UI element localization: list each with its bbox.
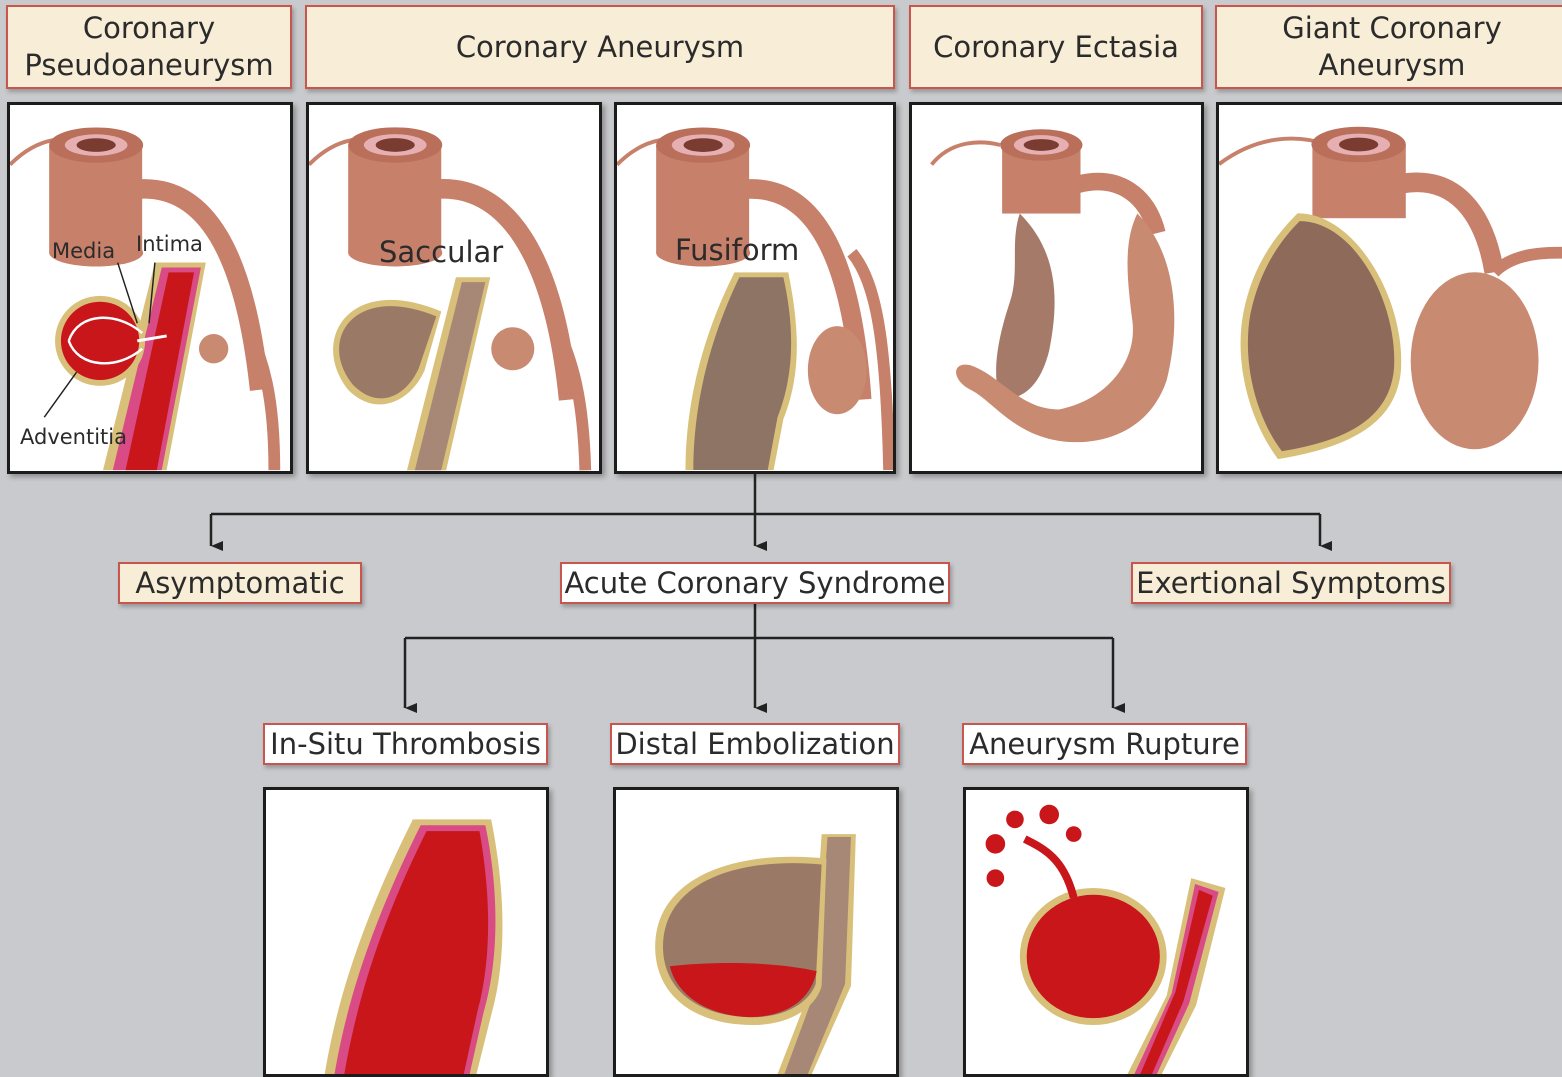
acute-coronary-syndrome-box: Acute Coronary Syndrome [560,562,950,604]
panel-distal-embolization [613,787,899,1077]
thrombosis-illustration [266,790,546,1074]
exertional-symptoms-box: Exertional Symptoms [1131,562,1451,604]
panel-aneurysm-rupture [963,787,1249,1077]
asymptomatic-box: Asymptomatic [118,562,362,604]
panel-in-situ-thrombosis [263,787,549,1077]
distal-embolization-box: Distal Embolization [610,723,900,765]
aneurysm-rupture-box: Aneurysm Rupture [962,723,1247,765]
embolization-illustration [616,790,896,1074]
rupture-illustration [966,790,1246,1074]
in-situ-thrombosis-box: In-Situ Thrombosis [263,723,548,765]
